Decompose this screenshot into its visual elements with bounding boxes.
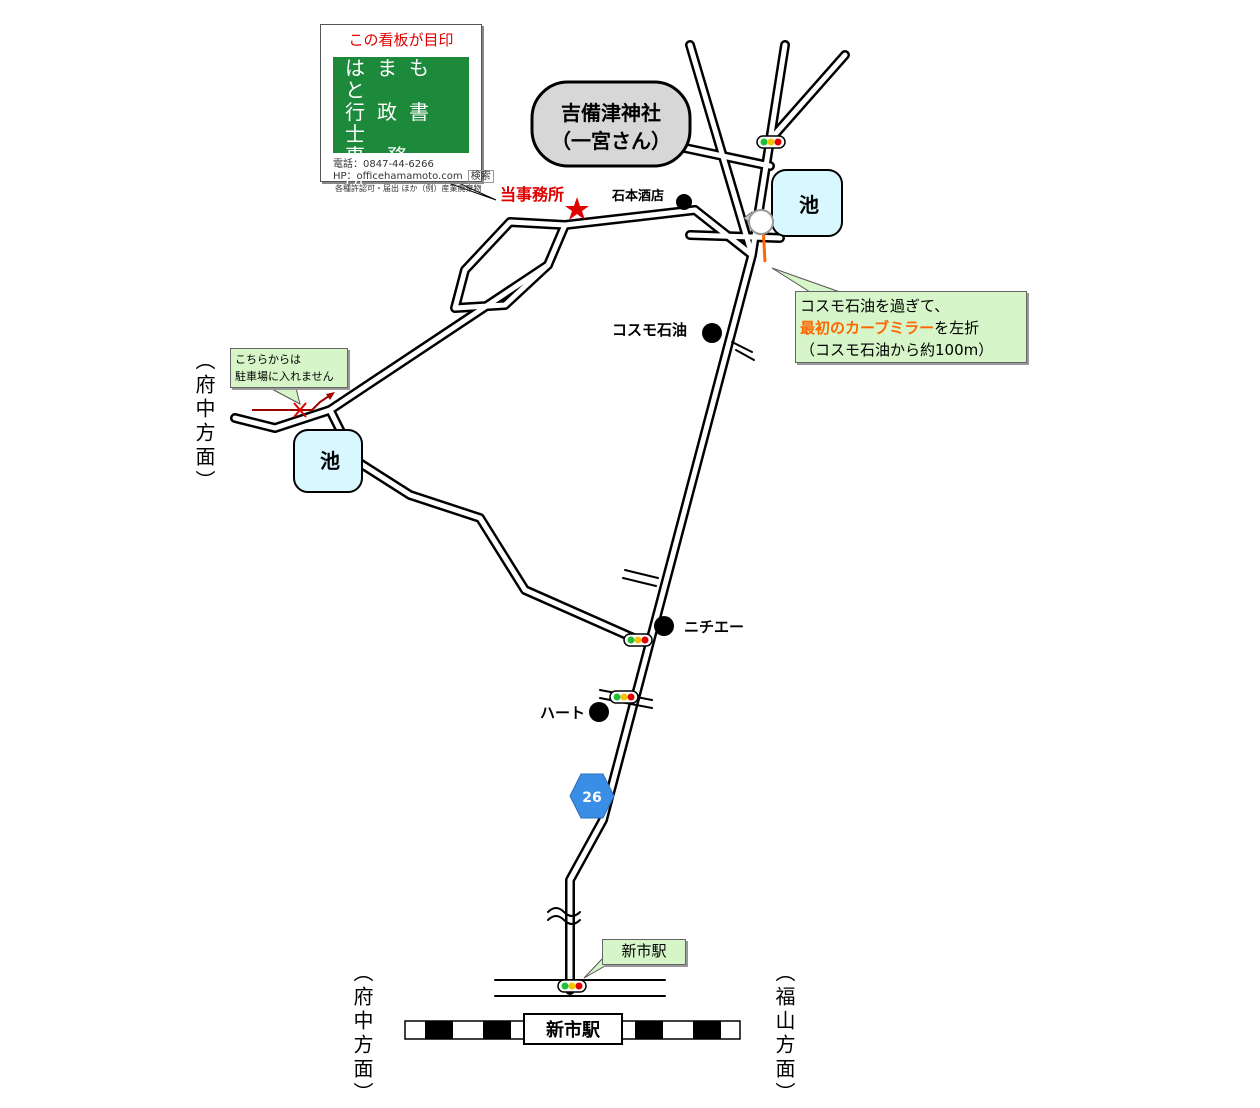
nichie-marker <box>654 616 674 636</box>
traffic-light-icon <box>609 690 639 704</box>
ishimoto-marker <box>676 194 692 210</box>
route-number: 26 <box>582 790 601 806</box>
pond-top <box>771 169 843 237</box>
parking-pointer <box>269 387 301 405</box>
star-icon <box>565 197 589 220</box>
no-entry-cross-icon <box>252 402 312 418</box>
signboard-line3: 事務所 <box>345 144 429 190</box>
traffic-light-icon <box>557 979 587 993</box>
ishimoto-label: 石本酒店 <box>611 188 664 204</box>
parking-line1: こちらからは <box>235 353 301 366</box>
cosmo-marker <box>702 323 722 343</box>
traffic-light-icon <box>756 135 786 149</box>
direction-line2: 最初のカーブミラーを左折 <box>800 317 1022 339</box>
signboard-panel: はまもと 行政書士 事務所 <box>333 56 469 189</box>
direction-line1: コスモ石油を過ぎて、 <box>800 297 950 315</box>
direction-fuchu-bottom: （府中方面） <box>350 962 374 1106</box>
arrow-icon <box>311 392 335 411</box>
heart-marker <box>589 702 609 722</box>
traffic-light-icon <box>623 633 653 647</box>
station-label: 新市駅 <box>546 1019 601 1041</box>
direction-fukuyama: （福山方面） <box>772 962 796 1106</box>
signboard-search: 検索 <box>467 170 494 183</box>
shrine-box <box>530 80 692 168</box>
pond-left-label: 池 <box>320 449 340 473</box>
signboard-line2: 行政書士 <box>345 100 441 146</box>
signboard-line1: はまもと <box>345 56 441 102</box>
parking-line2: 駐車場に入れません <box>235 370 334 383</box>
direction-pointer <box>771 267 841 293</box>
station-box <box>523 1013 623 1045</box>
shrine-label-line1: 吉備津神社 <box>561 101 661 125</box>
shrine-label-line2: （一宮さん） <box>551 129 671 153</box>
nichie-label: ニチエー <box>684 618 744 636</box>
pond-left <box>293 429 363 493</box>
direction-note: コスモ石油を過ぎて、 最初のカーブミラーを左折 （コスモ石油から約100m） <box>795 291 1027 363</box>
signboard-hp-text: HP：officehamamoto.com <box>333 171 463 182</box>
signboard-hp: HP：officehamamoto.com 検索 <box>333 167 494 183</box>
cosmo-label: コスモ石油 <box>612 321 687 339</box>
curve-mirror-icon <box>743 209 774 263</box>
pond-top-label: 池 <box>799 193 819 217</box>
station-callout: 新市駅 <box>602 939 686 965</box>
direction-fuchu-top: （府中方面） <box>192 350 216 494</box>
roads <box>230 40 850 997</box>
direction-highlight: 最初のカーブミラー <box>800 319 935 337</box>
route-shield-icon <box>569 773 615 819</box>
direction-line3: （コスモ石油から約100m） <box>800 341 994 359</box>
signboard: この看板が目印 はまもと 行政書士 事務所 電話：0847-44-6266 HP… <box>320 24 494 193</box>
heart-label: ハート <box>540 704 585 722</box>
signboard-phone: 電話：0847-44-6266 <box>333 159 434 170</box>
office-label: 当事務所 <box>500 185 564 204</box>
parking-note: こちらからは 駐車場に入れません <box>230 348 348 388</box>
signboard-title: この看板が目印 <box>348 31 454 49</box>
signboard-footer: 各種許認可・届出 ほか（例）産業廃棄物 <box>335 184 482 193</box>
direction-suffix: を左折 <box>934 319 980 337</box>
